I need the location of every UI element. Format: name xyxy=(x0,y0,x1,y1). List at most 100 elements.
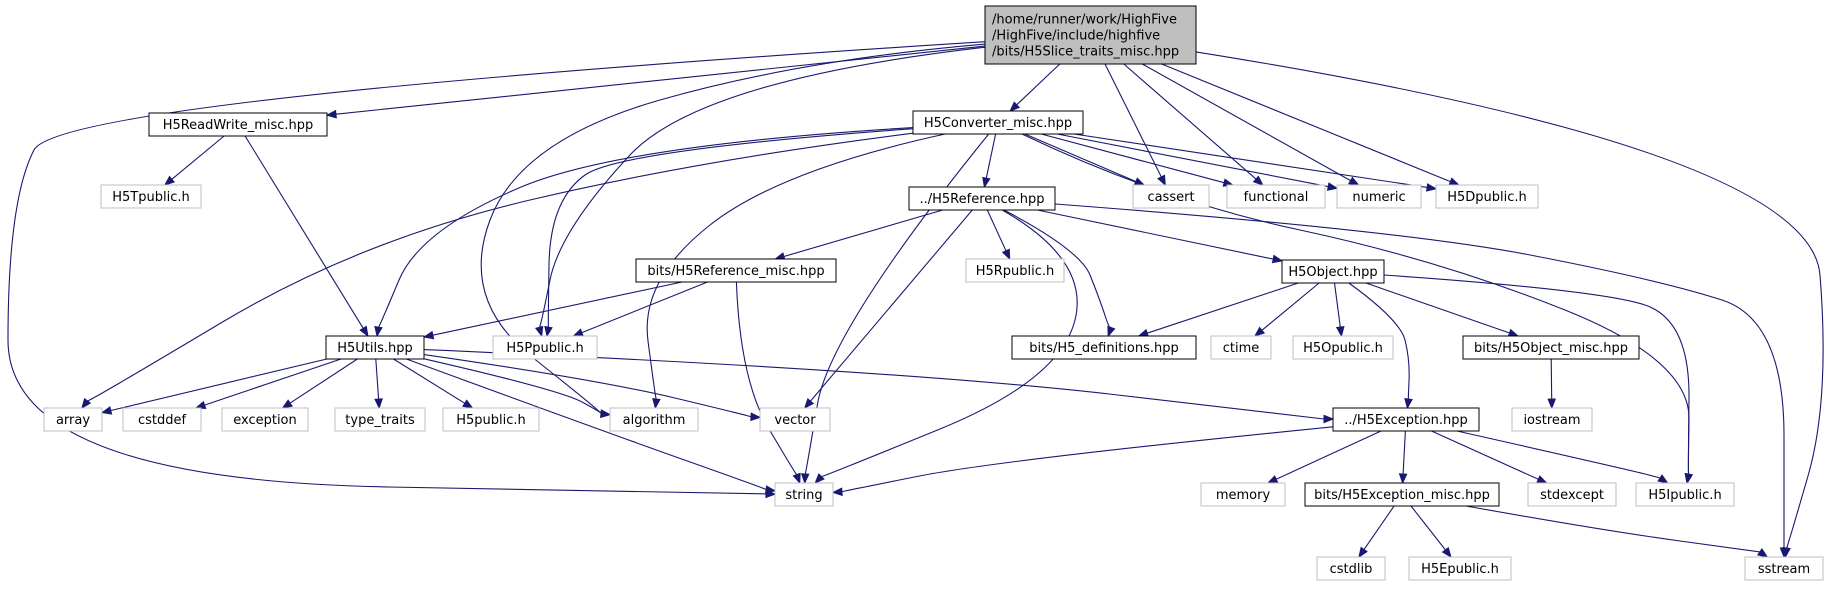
node-label: H5Converter_misc.hpp xyxy=(924,116,1072,131)
node-memory: memory xyxy=(1200,482,1286,507)
edge-line xyxy=(1041,133,1225,184)
node-box xyxy=(334,407,426,432)
edge-arrowhead xyxy=(1335,326,1345,338)
edge-line xyxy=(986,209,1007,252)
edge-h5exception-to-memory xyxy=(1266,430,1382,484)
node-box xyxy=(492,335,598,360)
node-utils[interactable]: H5Utils.hpp xyxy=(325,335,425,360)
edge-arrowhead xyxy=(281,399,293,409)
edge-line xyxy=(375,358,380,400)
edge-line xyxy=(171,135,225,180)
node-label: ../H5Reference.hpp xyxy=(919,192,1044,207)
node-root[interactable]: /home/runner/work/HighFive/HighFive/incl… xyxy=(984,5,1197,65)
edge-readwrite-to-tpublic xyxy=(163,135,225,186)
edge-line xyxy=(1147,282,1299,334)
node-label: H5ReadWrite_misc.hpp xyxy=(163,118,314,133)
edge-refmisc-to-string xyxy=(735,281,801,485)
edge-line xyxy=(1410,505,1446,551)
edge-converter-to-string xyxy=(800,133,990,485)
node-converter[interactable]: H5Converter_misc.hpp xyxy=(912,110,1084,135)
edge-objmisc-to-iostream xyxy=(1547,358,1557,410)
edge-excmisc-to-sstream xyxy=(1466,505,1769,558)
node-ctime: ctime xyxy=(1210,335,1272,360)
node-label: memory xyxy=(1216,488,1271,503)
node-box xyxy=(1635,482,1735,507)
edge-arrowhead xyxy=(359,325,369,338)
node-box xyxy=(148,112,328,137)
node-refmisc[interactable]: bits/H5Reference_misc.hpp xyxy=(635,258,837,283)
edge-line xyxy=(1104,63,1162,178)
edge-arrowhead xyxy=(374,325,383,338)
edge-arrowhead xyxy=(800,473,810,485)
edge-line xyxy=(1037,209,1274,260)
edge-line xyxy=(1275,430,1382,480)
edge-excmisc-to-epublic xyxy=(1410,505,1452,559)
edge-arrowhead xyxy=(1253,326,1266,337)
edge-arrowhead xyxy=(792,472,801,485)
edge-line xyxy=(985,133,997,179)
node-label: H5public.h xyxy=(456,413,526,428)
edge-root-to-dpublic xyxy=(1161,63,1461,186)
edge-object-to-objmisc xyxy=(1365,282,1520,337)
edge-arrowhead xyxy=(600,409,612,418)
edges-layer xyxy=(7,41,1824,559)
node-reference[interactable]: ../H5Reference.hpp xyxy=(908,186,1056,211)
node-label: H5Ipublic.h xyxy=(1648,488,1721,503)
node-box xyxy=(221,407,309,432)
node-numeric: numeric xyxy=(1336,184,1422,209)
edge-arrowhead xyxy=(803,397,815,410)
node-label: bits/H5Exception_misc.hpp xyxy=(1314,488,1490,503)
node-box xyxy=(122,407,202,432)
edge-root-to-functional xyxy=(1123,63,1264,186)
node-box xyxy=(1462,335,1640,360)
edge-converter-to-ppublic xyxy=(544,128,914,338)
edge-arrowhead xyxy=(462,399,474,409)
edge-utils-to-h5public xyxy=(393,358,474,409)
node-box xyxy=(1332,407,1480,432)
node-opublic: H5Opublic.h xyxy=(1292,335,1394,360)
edge-arrowhead xyxy=(1001,248,1011,261)
edge-reference-to-sstream xyxy=(1054,203,1789,559)
edge-utils-to-array xyxy=(100,358,327,415)
edge-line xyxy=(423,349,1325,420)
node-readwrite[interactable]: H5ReadWrite_misc.hpp xyxy=(148,112,328,137)
node-ipublic: H5Ipublic.h xyxy=(1635,482,1735,507)
node-box xyxy=(1281,259,1385,284)
edge-arrowhead xyxy=(325,109,337,119)
node-excmisc[interactable]: bits/H5Exception_misc.hpp xyxy=(1304,482,1500,507)
node-box xyxy=(912,110,1084,135)
edge-line xyxy=(86,132,914,402)
edge-object-to-opublic xyxy=(1333,282,1345,338)
node-defs[interactable]: bits/H5_definitions.hpp xyxy=(1011,335,1197,360)
edge-refmisc-to-ppublic xyxy=(572,281,708,337)
node-objmisc[interactable]: bits/H5Object_misc.hpp xyxy=(1462,335,1640,360)
edge-arrowhead xyxy=(1448,177,1461,186)
edge-converter-to-numeric xyxy=(1057,133,1339,191)
edge-arrowhead xyxy=(1271,254,1284,264)
node-box xyxy=(609,407,699,432)
edge-arrowhead xyxy=(831,487,843,497)
node-label: sstream xyxy=(1758,562,1810,577)
edge-arrowhead xyxy=(1398,473,1408,485)
node-box xyxy=(1226,184,1326,209)
node-box xyxy=(774,482,834,507)
edge-line xyxy=(432,281,683,336)
edge-arrowhead xyxy=(1009,101,1021,112)
edge-arrowhead xyxy=(422,330,435,340)
node-label: bits/H5Object_misc.hpp xyxy=(1474,341,1628,356)
edge-h5exception-to-string xyxy=(831,426,1334,497)
node-object[interactable]: H5Object.hpp xyxy=(1281,259,1385,284)
node-algorithm: algorithm xyxy=(609,407,699,432)
edge-line xyxy=(783,209,943,258)
edge-line xyxy=(1261,282,1320,331)
edge-arrowhead xyxy=(572,328,584,337)
edge-root-to-cassert xyxy=(1104,63,1166,187)
node-box xyxy=(1435,184,1539,209)
node-box xyxy=(1527,482,1617,507)
node-box xyxy=(965,258,1065,283)
edge-line xyxy=(1402,430,1406,475)
edge-line xyxy=(393,358,466,404)
node-h5exception[interactable]: ../H5Exception.hpp xyxy=(1332,407,1480,432)
edge-arrowhead xyxy=(1347,176,1360,186)
